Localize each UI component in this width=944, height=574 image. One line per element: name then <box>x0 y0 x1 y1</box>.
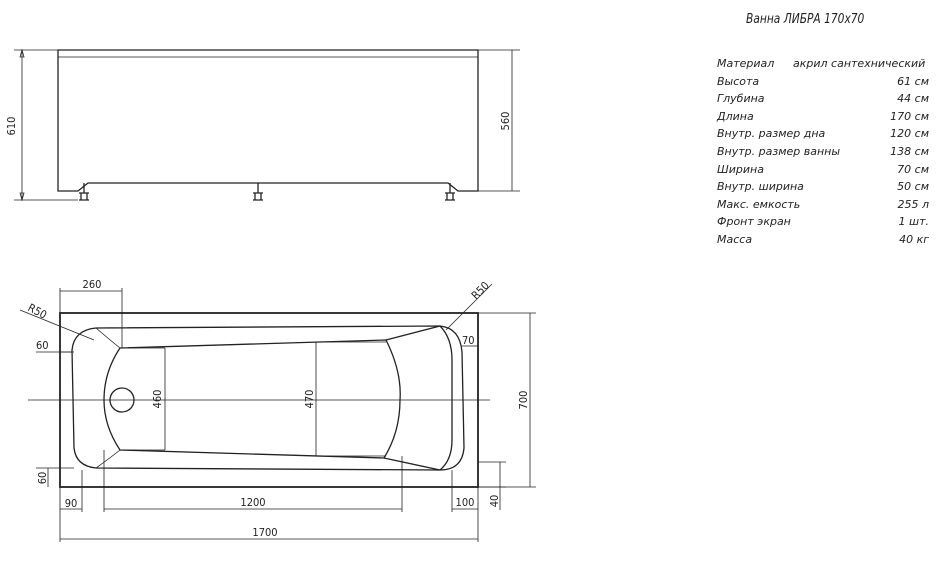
spec-row: Внутр. ширина 50 см <box>717 178 929 196</box>
headrest-right <box>383 325 453 471</box>
dimension-1700 <box>59 512 479 542</box>
spec-value: 255 л <box>897 197 929 211</box>
spec-row: Материал акрил сантехнический <box>717 55 929 73</box>
dimension-560-label: 560 <box>499 112 512 131</box>
spec-value: 40 кг <box>899 232 929 246</box>
dimension-70-label: 70 <box>462 334 475 347</box>
side-view: 610 560 <box>5 48 520 202</box>
spec-row: Макс. емкость 255 л <box>717 196 929 214</box>
spec-name: Макс. емкость <box>717 197 801 211</box>
spec-value: 138 см <box>890 144 929 158</box>
bottom-width-460-box <box>120 347 166 451</box>
foot-left <box>79 183 89 201</box>
dimension-610 <box>14 48 78 202</box>
headrest-left <box>95 327 121 469</box>
spec-value: 70 см <box>897 162 929 176</box>
spec-name: Высота <box>717 74 760 88</box>
dimension-90-label: 90 <box>65 497 78 510</box>
bottom-width-470-box <box>315 341 386 457</box>
dimension-60-bottom <box>36 467 74 487</box>
spec-value: 1 шт. <box>898 215 929 229</box>
dimension-700-label: 700 <box>517 391 530 410</box>
top-view: 460 470 260 R50 R50 <box>19 278 536 542</box>
dimension-460-label: 460 <box>151 390 164 409</box>
dimension-100-label: 100 <box>456 496 475 509</box>
spec-name: Глубина <box>717 92 765 106</box>
spec-name: Длина <box>717 109 754 123</box>
spec-name: Материал <box>717 57 775 70</box>
tub-bottom-panel <box>103 339 401 459</box>
dimension-90 <box>59 470 83 512</box>
dimension-40 <box>478 461 506 510</box>
spec-row: Фронт экран 1 шт. <box>717 213 929 231</box>
dimension-40-label: 40 <box>488 495 501 508</box>
radius-left <box>19 309 95 341</box>
spec-row: Глубина 44 см <box>717 90 929 108</box>
spec-table: Материал акрил сантехнический Высота 61 … <box>717 55 929 249</box>
radius-right <box>445 283 493 331</box>
spec-name: Внутр. размер дна <box>717 127 826 141</box>
spec-value: 50 см <box>897 180 929 194</box>
spec-name: Внутр. размер ванны <box>717 144 841 158</box>
spec-name: Фронт экран <box>717 215 791 229</box>
product-title: Ванна ЛИБРА 170х70 <box>746 12 865 27</box>
spec-value: акрил сантехнический <box>793 57 926 70</box>
dimension-100 <box>451 470 479 512</box>
foot-middle <box>253 183 263 201</box>
spec-row: Внутр. размер ванны 138 см <box>717 143 929 161</box>
dimension-60-top-label: 60 <box>36 339 49 352</box>
spec-name: Масса <box>717 232 753 246</box>
spec-name: Ширина <box>717 162 764 176</box>
foot-right <box>445 183 455 201</box>
radius-left-label: R50 <box>26 301 49 322</box>
radius-right-label: R50 <box>469 279 492 302</box>
spec-value: 44 см <box>897 92 929 106</box>
dimension-1700-label: 1700 <box>252 526 277 539</box>
spec-row: Масса 40 кг <box>717 231 929 249</box>
side-panel-outline <box>57 49 479 192</box>
dimension-470-label: 470 <box>303 390 316 409</box>
dimension-1200-label: 1200 <box>240 496 265 509</box>
spec-row: Ширина 70 см <box>717 161 929 179</box>
spec-value: 61 см <box>897 74 929 88</box>
spec-row: Длина 170 см <box>717 108 929 126</box>
dimension-60-bottom-label: 60 <box>36 472 49 485</box>
spec-row: Внутр. размер дна 120 см <box>717 125 929 143</box>
spec-name: Внутр. ширина <box>717 180 804 194</box>
spec-value: 120 см <box>890 127 929 141</box>
dimension-260-label: 260 <box>83 278 102 291</box>
dimension-560 <box>478 49 520 192</box>
spec-value: 170 см <box>890 109 929 123</box>
dimension-1200 <box>103 450 403 512</box>
dimension-610-label: 610 <box>5 117 18 136</box>
spec-row: Высота 61 см <box>717 73 929 91</box>
dimension-260 <box>59 288 123 348</box>
